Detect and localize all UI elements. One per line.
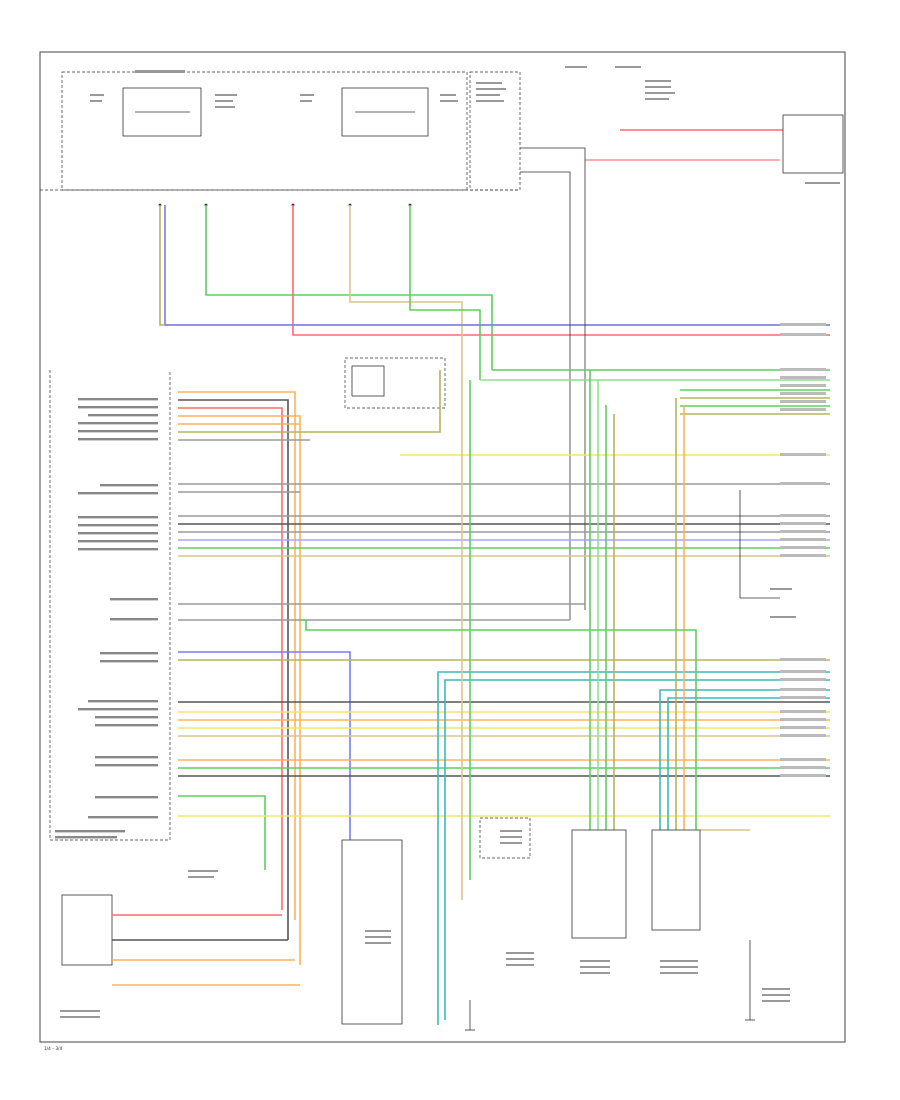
pcm-pin-labels bbox=[55, 398, 158, 839]
ignition-switch-box bbox=[469, 71, 521, 191]
pcm-wires bbox=[178, 370, 830, 965]
green-bundle bbox=[480, 369, 830, 415]
sensor-feeds bbox=[300, 365, 750, 900]
sensor-box-a bbox=[571, 829, 627, 939]
relay-labels bbox=[90, 66, 840, 184]
wire-red-1 bbox=[292, 205, 830, 336]
wire-green-3 bbox=[409, 205, 481, 380]
ground-symbols bbox=[465, 490, 780, 1031]
pdc-pins bbox=[158, 203, 412, 207]
wire-green-2 bbox=[205, 205, 493, 370]
pcm-outline bbox=[49, 370, 171, 841]
power-distribution-box bbox=[61, 71, 468, 191]
sensor-box-b bbox=[651, 829, 701, 931]
sensor-box-d bbox=[61, 894, 113, 966]
wire-green-1 bbox=[159, 205, 830, 326]
teal-wires bbox=[437, 671, 830, 1025]
sensor-labels bbox=[60, 588, 796, 1018]
right-terminals bbox=[780, 323, 826, 777]
wire-tan-1 bbox=[349, 205, 463, 365]
asd-relay-box bbox=[344, 357, 446, 409]
module-wires bbox=[112, 914, 300, 986]
footer-code: 1/4 – 3/4 bbox=[44, 1046, 63, 1051]
speed-sensor-box bbox=[479, 817, 531, 859]
battery-box bbox=[782, 114, 844, 174]
diagram-frame bbox=[39, 51, 846, 1043]
